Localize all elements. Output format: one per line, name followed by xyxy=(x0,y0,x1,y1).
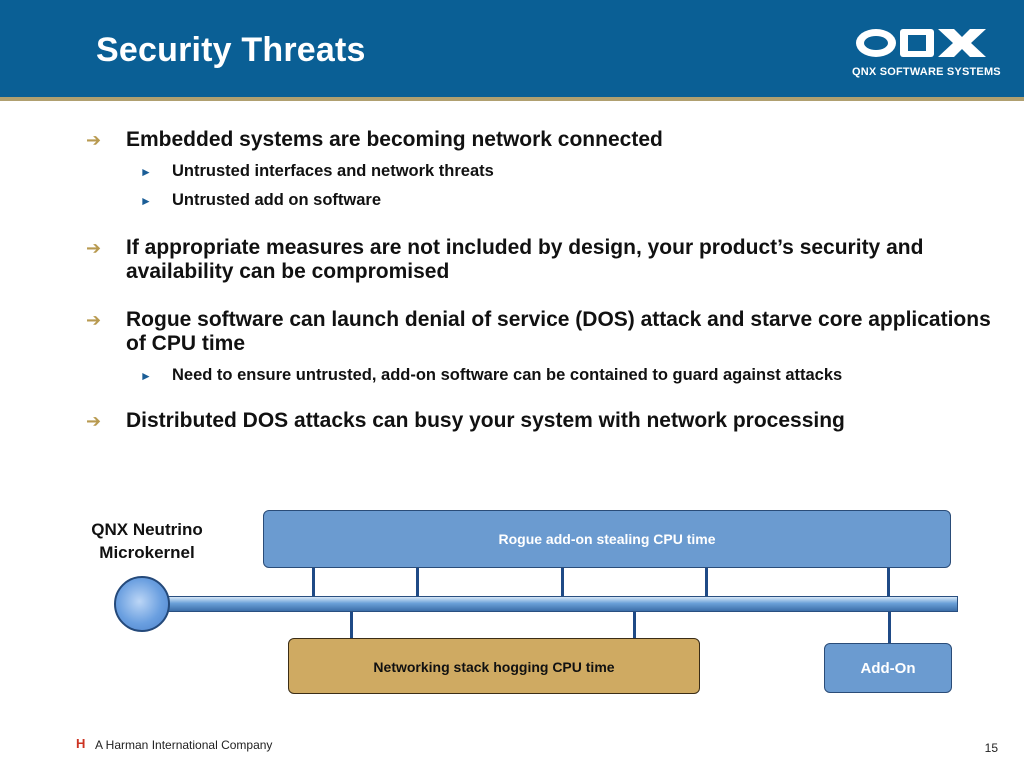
bullet-item: ➔ Distributed DOS attacks can busy your … xyxy=(86,409,1006,433)
header-divider xyxy=(0,97,1024,101)
connector-line xyxy=(561,568,564,598)
addon-box: Add-On xyxy=(824,643,952,693)
bullet-list: ➔ Embedded systems are becoming network … xyxy=(86,128,1006,433)
message-bus xyxy=(144,596,958,612)
connector-line xyxy=(633,612,636,638)
page-number: 15 xyxy=(984,741,998,755)
slide-title: Security Threats xyxy=(96,31,366,69)
sub-bullet-item: ► Untrusted interfaces and network threa… xyxy=(86,161,1006,181)
footer-company: A Harman International Company xyxy=(95,738,273,752)
connector-line xyxy=(416,568,419,598)
arrow-icon: ➔ xyxy=(86,238,102,258)
logo-n-inner xyxy=(908,35,926,51)
networking-stack-box: Networking stack hogging CPU time xyxy=(288,638,700,694)
sub-bullet-item: ► Untrusted add on software xyxy=(86,190,1006,210)
triangle-icon: ► xyxy=(140,194,152,208)
bullet-text: Embedded systems are becoming network co… xyxy=(126,128,663,151)
logo-x-shape xyxy=(938,29,986,57)
qnx-logo xyxy=(856,29,986,57)
arrow-icon: ➔ xyxy=(86,310,102,330)
logo-q-inner xyxy=(864,36,888,50)
connector-line xyxy=(312,568,315,598)
logo-subtitle: QNX SOFTWARE SYSTEMS xyxy=(852,66,1001,78)
header-bar xyxy=(0,0,1024,97)
triangle-icon: ► xyxy=(140,369,152,383)
bullet-text: Rogue software can launch denial of serv… xyxy=(126,308,991,355)
connector-line xyxy=(705,568,708,598)
arrow-icon: ➔ xyxy=(86,411,102,431)
bullet-item: ➔ If appropriate measures are not includ… xyxy=(86,236,1006,284)
sub-bullet-text: Untrusted interfaces and network threats xyxy=(172,162,494,180)
kernel-diagram: QNX Neutrino Microkernel Rogue add-on st… xyxy=(0,500,1024,710)
harman-logo-icon: H xyxy=(76,736,86,751)
connector-line xyxy=(887,568,890,598)
arrow-icon: ➔ xyxy=(86,130,102,150)
connector-line xyxy=(888,612,891,643)
sub-bullet-text: Need to ensure untrusted, add-on softwar… xyxy=(172,366,843,384)
bullet-text: If appropriate measures are not included… xyxy=(126,236,924,283)
sub-bullet-item: ► Need to ensure untrusted, add-on softw… xyxy=(86,365,1006,385)
bullet-item: ➔ Embedded systems are becoming network … xyxy=(86,128,1006,152)
sub-bullet-text: Untrusted add on software xyxy=(172,191,382,209)
microkernel-node xyxy=(114,576,170,632)
kernel-label: QNX Neutrino Microkernel xyxy=(91,520,203,562)
triangle-icon: ► xyxy=(140,165,152,179)
bullet-text: Distributed DOS attacks can busy your sy… xyxy=(126,409,845,432)
connector-line xyxy=(350,612,353,638)
bullet-item: ➔ Rogue software can launch denial of se… xyxy=(86,308,1006,356)
rogue-addon-box: Rogue add-on stealing CPU time xyxy=(263,510,951,568)
